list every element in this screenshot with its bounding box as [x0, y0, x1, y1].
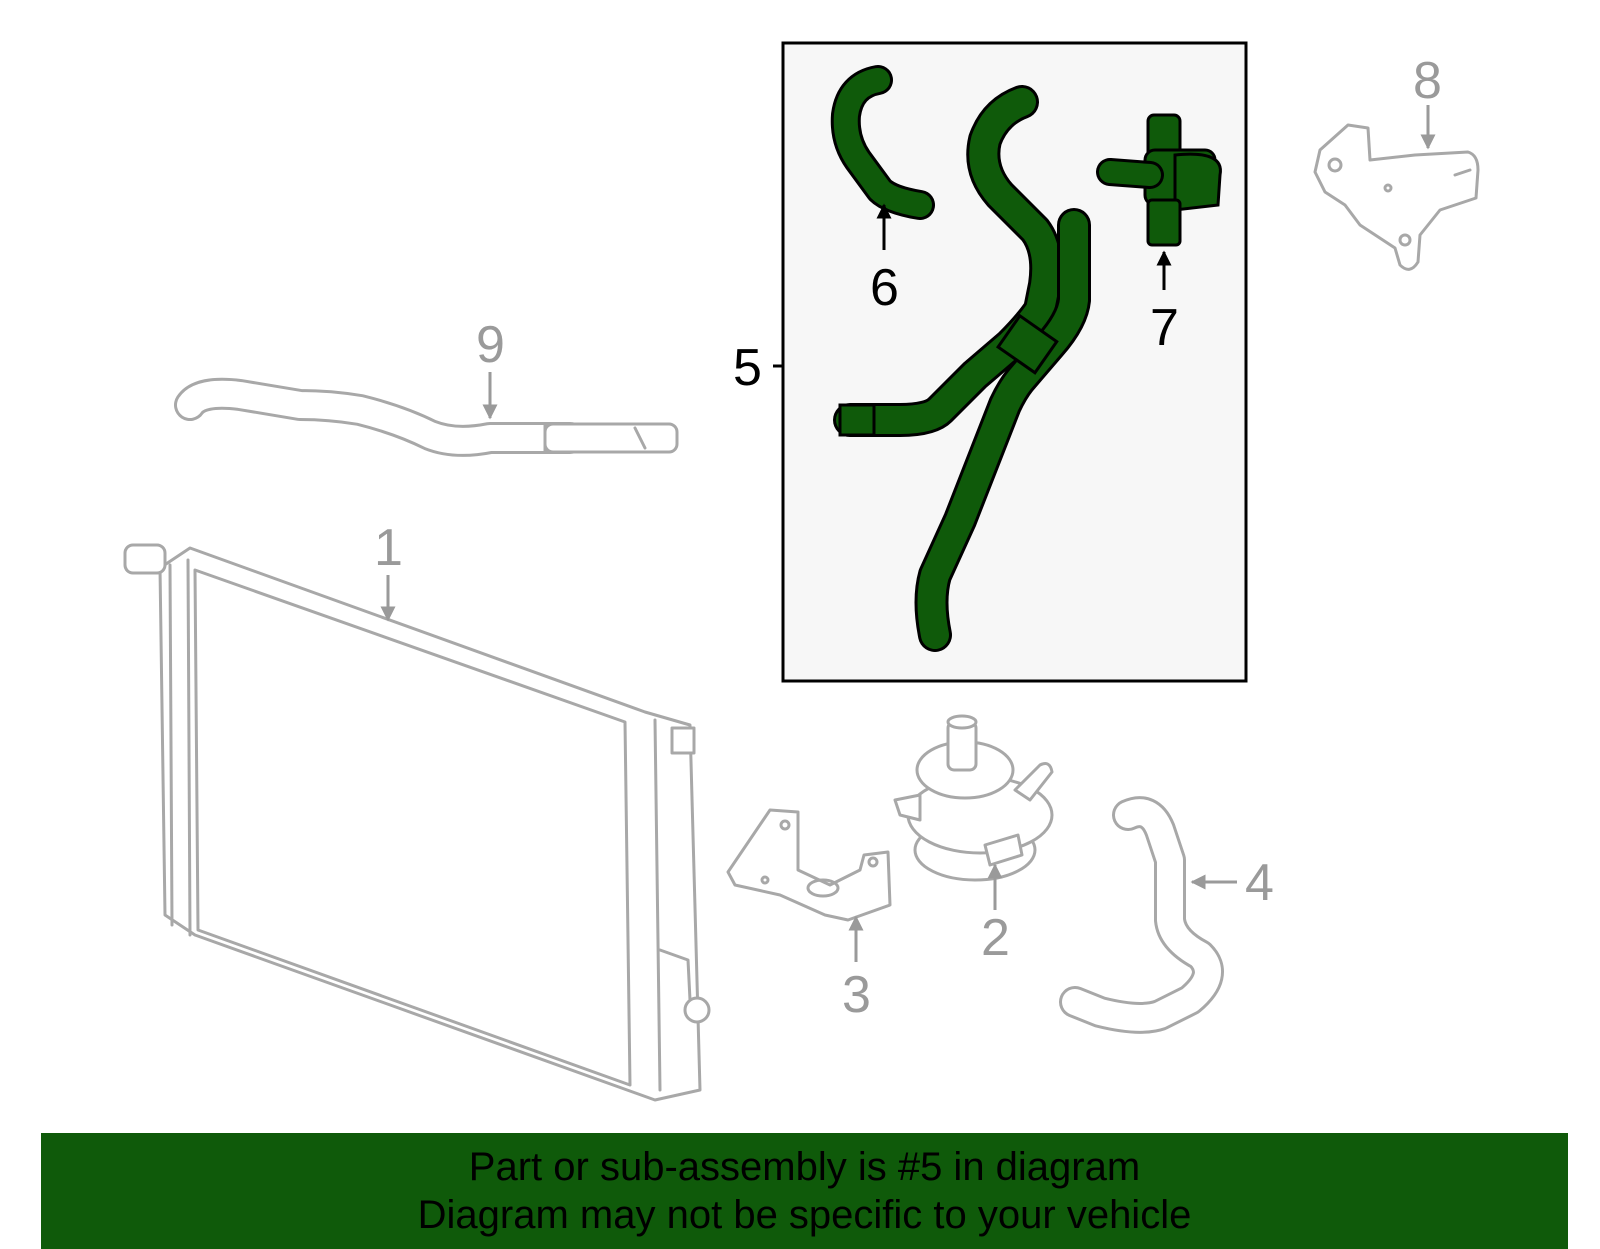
part-4-hose[interactable]	[1059, 796, 1224, 1034]
callout-7[interactable]: 7	[1150, 299, 1179, 357]
callout-5[interactable]: 5	[733, 339, 762, 397]
part-7-valve[interactable]	[1096, 113, 1222, 247]
part-6-hose[interactable]	[830, 65, 935, 220]
part-9-hose[interactable]	[174, 377, 679, 457]
callout-6[interactable]: 6	[870, 259, 899, 317]
part-1-radiator[interactable]	[123, 543, 711, 1102]
callout-4[interactable]: 4	[1245, 854, 1274, 912]
callout-8[interactable]: 8	[1413, 52, 1442, 110]
part-2-pump[interactable]	[893, 714, 1054, 882]
callout-2[interactable]: 2	[981, 909, 1010, 967]
callout-1[interactable]: 1	[374, 519, 403, 577]
callout-3[interactable]: 3	[842, 966, 871, 1024]
part-8-bracket[interactable]	[1313, 123, 1480, 271]
callout-9[interactable]: 9	[476, 316, 505, 374]
part-3-bracket[interactable]	[726, 808, 892, 922]
banner-line-2: Diagram may not be specific to your vehi…	[417, 1193, 1192, 1237]
info-banner: Part or sub-assembly is #5 in diagram Di…	[41, 1133, 1568, 1249]
banner-line-1: Part or sub-assembly is #5 in diagram	[468, 1145, 1141, 1189]
part-5-hose-assembly[interactable]	[833, 85, 1091, 652]
